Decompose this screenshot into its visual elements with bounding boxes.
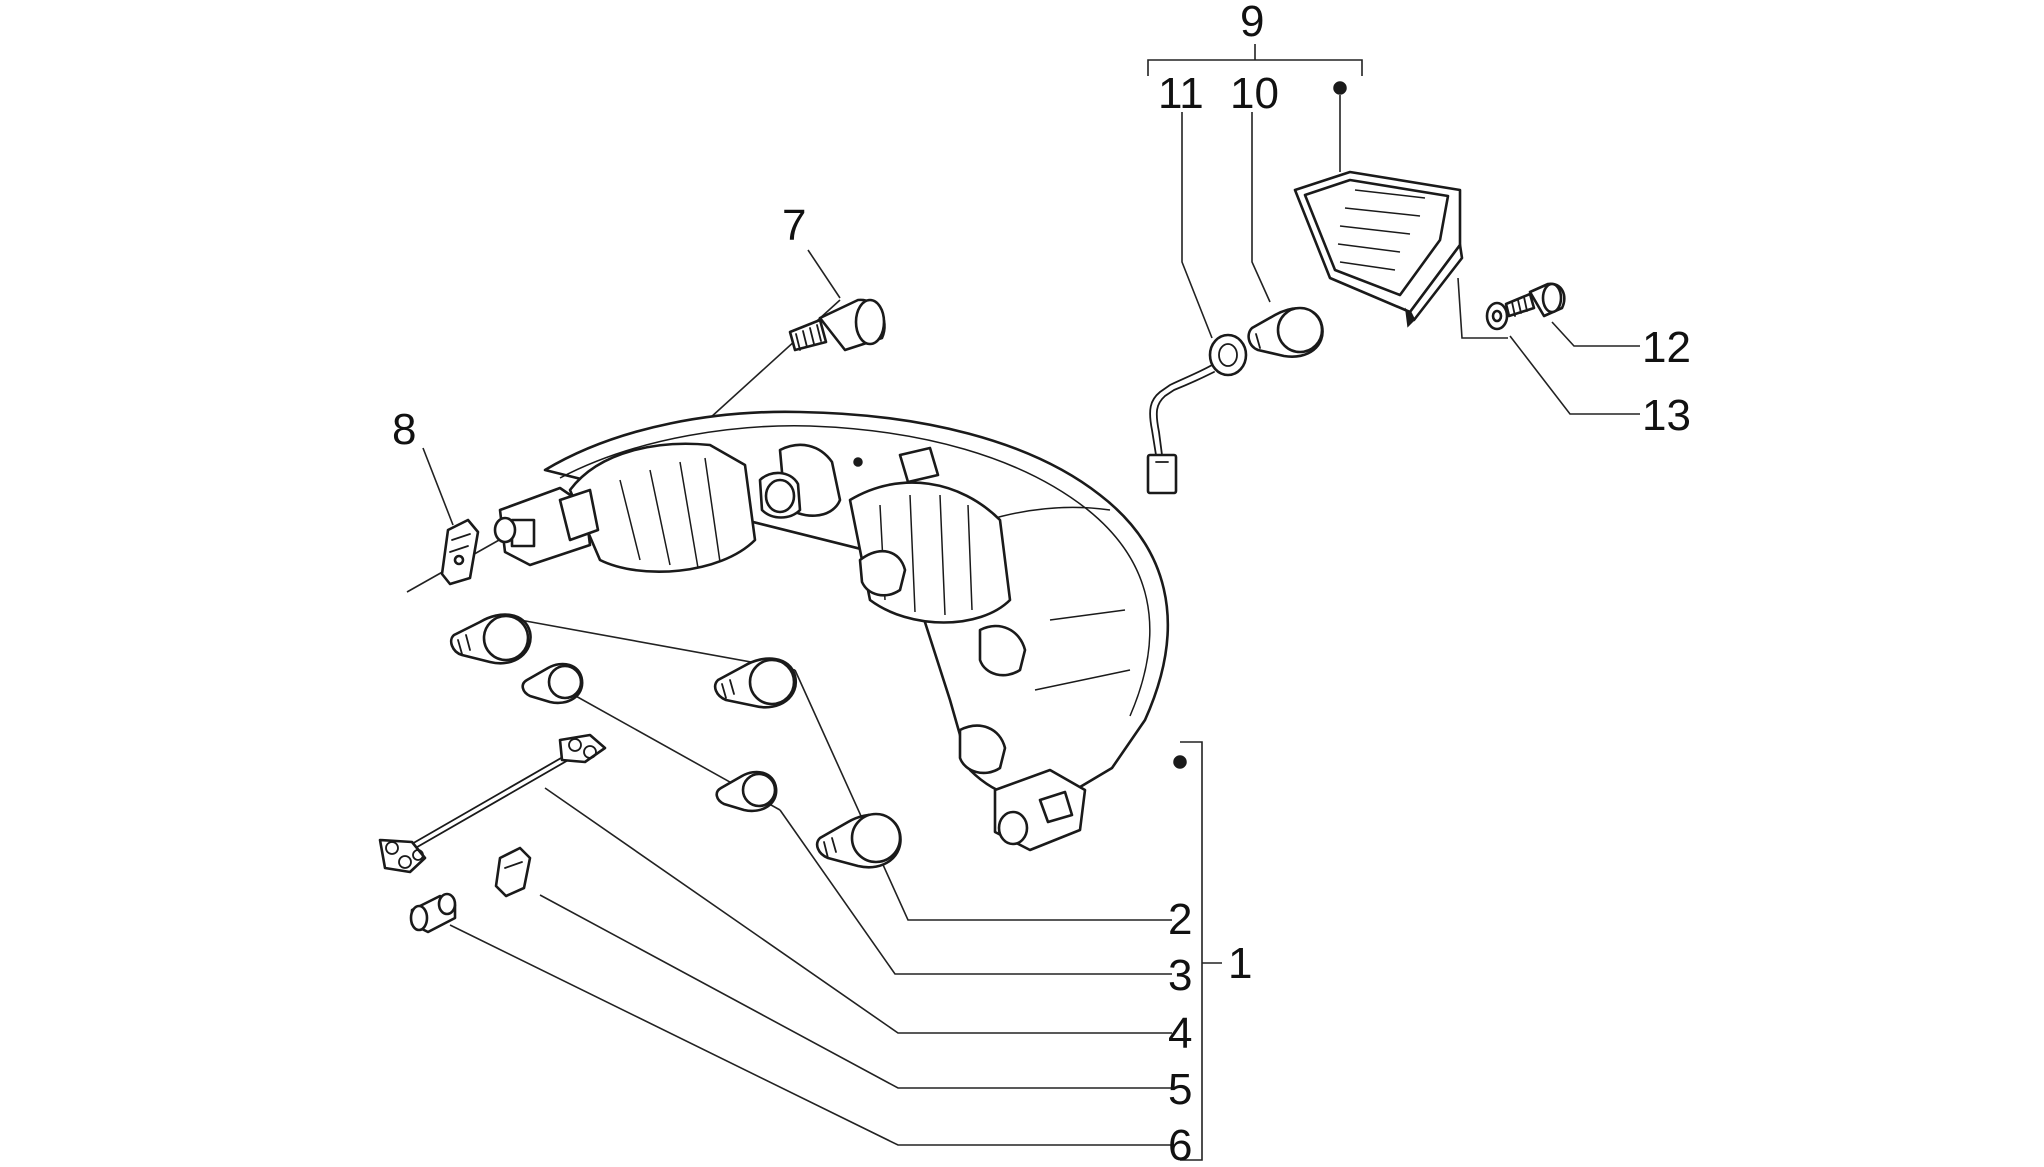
callout-13: 13 (1642, 391, 1691, 440)
bulb-icon (1247, 306, 1324, 358)
bulb-icon (713, 657, 798, 709)
bulb-icon (815, 812, 902, 869)
bulb-socket-icon (1146, 333, 1248, 495)
callout-6: 6 (1168, 1121, 1192, 1167)
callout-11: 11 (1158, 69, 1204, 118)
wiring-harness-icon (378, 733, 607, 874)
callout-9: 9 (1240, 0, 1264, 46)
spring-clip-icon (440, 518, 480, 586)
callout-10: 10 (1230, 69, 1279, 118)
callout-1: 1 (1228, 939, 1252, 988)
callout-2: 2 (1168, 895, 1192, 944)
screw-icon (1504, 282, 1566, 318)
callout-4: 4 (1168, 1009, 1192, 1058)
bulb-icon (449, 613, 532, 665)
callout-8: 8 (392, 405, 416, 454)
screw-icon (788, 298, 886, 352)
bulb-icon (715, 770, 778, 813)
washer-icon (1485, 301, 1509, 331)
callout-12: 12 (1642, 323, 1691, 372)
spring-clip-icon (494, 846, 532, 898)
leader-lines (406, 44, 1640, 1161)
license-plate-lamp-holder-icon (1293, 170, 1464, 328)
callout-7: 7 (782, 201, 806, 250)
callout-5: 5 (1168, 1065, 1192, 1114)
callout-labels: 1 2 3 4 5 6 7 8 9 10 11 12 13 (392, 0, 1691, 1167)
callout-3: 3 (1168, 951, 1192, 1000)
rubber-sleeve-icon (409, 892, 457, 934)
bulb-icon (521, 662, 584, 705)
headlight-assembly-icon (493, 410, 1170, 852)
